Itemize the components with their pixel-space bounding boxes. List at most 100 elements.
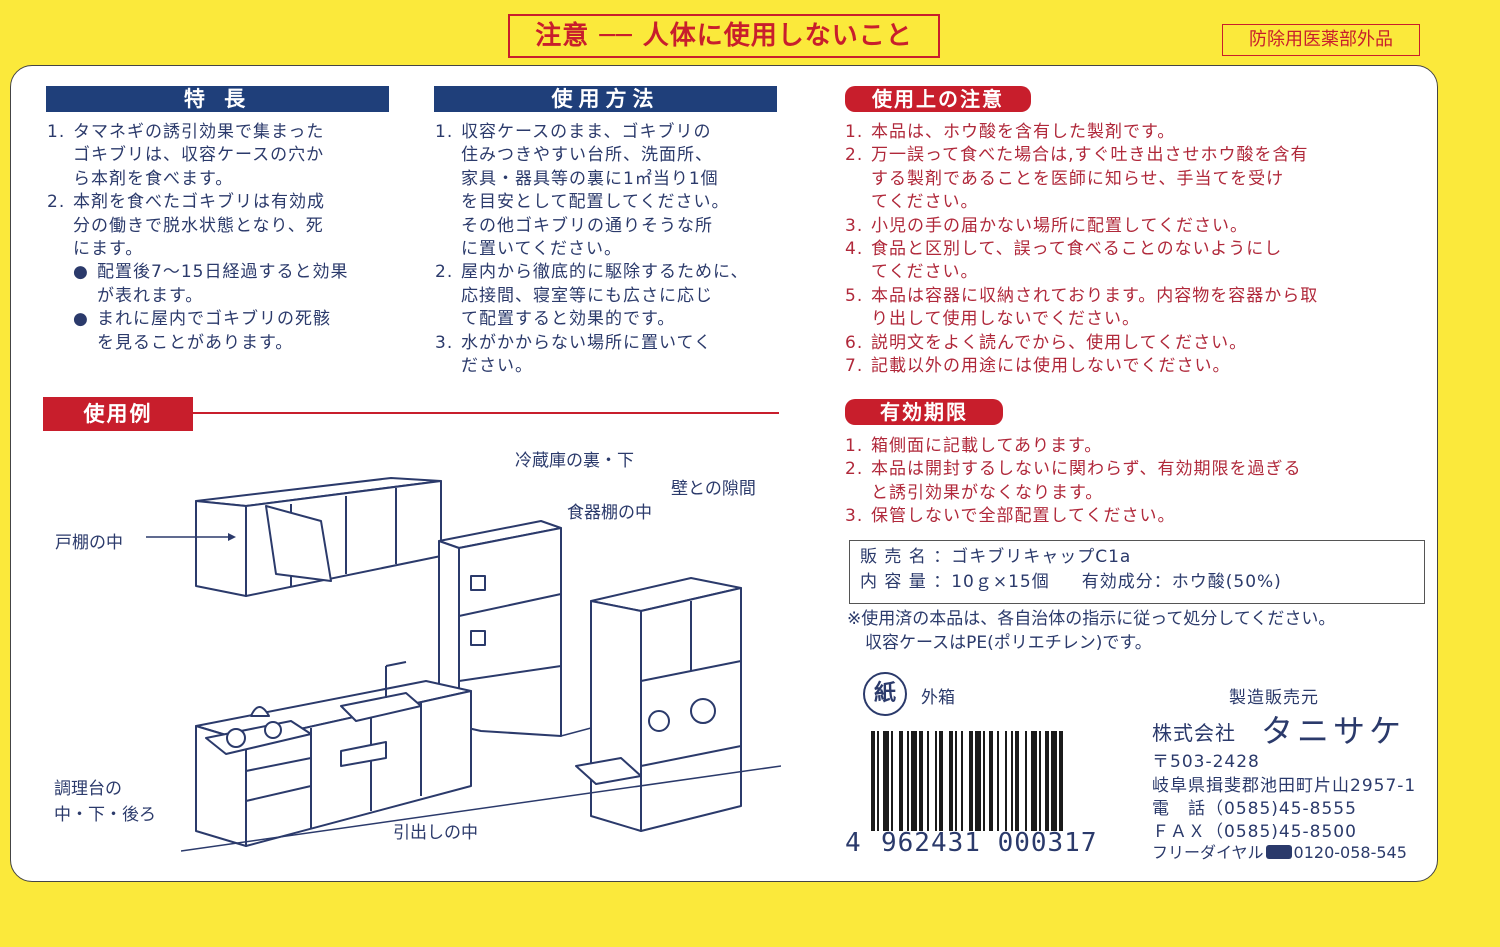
item-line: 記載以外の用途には使用しないでください。 — [871, 356, 1231, 377]
item-line: てください。 — [871, 192, 979, 213]
example-rule — [193, 412, 779, 414]
item-line: 配置後7～15日経過すると効果 — [97, 262, 349, 283]
item-line: 保管しないで全部配置してください。 — [871, 506, 1176, 527]
recycle-label: 外箱 — [921, 688, 955, 708]
barcode-bar — [899, 731, 903, 831]
label-wall-gap: 壁との隙間 — [671, 479, 756, 499]
barcode-bar — [927, 731, 929, 831]
item-line: その他ゴキブリの通りそうな所 — [461, 215, 713, 236]
freedial-number: 0120-058-545 — [1293, 843, 1407, 862]
item-number: 1. — [845, 436, 864, 456]
label-cupboard: 戸棚の中 — [55, 533, 123, 553]
item-line: 万一誤って食べた場合は,すぐ吐き出させホウ酸を含有 — [871, 145, 1309, 166]
list-item: 1.収容ケースのまま、ゴキブリの住みつきやすい台所、洗面所、家具・器具等の裏に1… — [435, 121, 790, 261]
barcode-bar — [935, 731, 937, 831]
item-line: 本品は、ホウ酸を含有した製剤です。 — [871, 122, 1176, 142]
disposal-note-1: ※使用済の本品は、各自治体の指示に従って処分してください。 — [847, 609, 1336, 629]
list-item: 2.屋内から徹底的に駆除するために、応接間、寝室等にも広さに応じて配置すると効果… — [435, 261, 790, 331]
product-ingredient: 有効成分：ホウ酸(50%) — [1081, 572, 1282, 592]
barcode — [871, 731, 1063, 831]
phone: 電 話（0585)45-8555 — [1152, 799, 1357, 819]
item-line: と誘引効果がなくなります。 — [871, 482, 1104, 503]
top-warning: 注意 ── 人体に使用しないこと — [508, 14, 940, 58]
barcode-bar — [871, 731, 875, 831]
list-item: 3.小児の手の届かない場所に配置してください。 — [845, 215, 1415, 238]
barcode-bar — [939, 731, 943, 831]
list-item: 2.本剤を食べたゴキブリは有効成分の働きで脱水状態となり、死にます。 — [47, 191, 397, 261]
barcode-bar — [883, 731, 889, 831]
arrow-cupboard — [146, 533, 236, 541]
barcode-bar — [919, 731, 923, 831]
list-item: ●まれに屋内でゴキブリの死骸を見ることがあります。 — [47, 308, 397, 355]
item-line: 住みつきやすい台所、洗面所、 — [461, 145, 713, 166]
item-line: て配置すると効果的です。 — [461, 309, 676, 330]
item-line: が表れます。 — [97, 285, 204, 306]
barcode-bar — [975, 731, 981, 831]
barcode-bar — [961, 731, 963, 831]
postal-code: 〒503-2428 — [1152, 752, 1260, 772]
barcode-bar — [1011, 731, 1013, 831]
item-number: 2. — [47, 192, 66, 213]
barcode-bar — [1045, 731, 1049, 831]
barcode-bar — [1031, 731, 1037, 831]
barcode-digits: 962431 000317 — [881, 828, 1098, 858]
item-number: 2. — [845, 145, 864, 166]
label-fridge: 冷蔵庫の裏・下 — [515, 451, 634, 471]
barcode-bar — [911, 731, 917, 831]
product-box: 販 売 名 ：ゴキブリキャップC1a 内 容 量 ：10ｇ×15個 有効成分：ホ… — [849, 540, 1425, 604]
list-item: ●配置後7～15日経過すると効果が表れます。 — [47, 261, 397, 308]
list-item: 7.記載以外の用途には使用しないでください。 — [845, 355, 1415, 378]
list-item: 6. 説明文をよく読んでから、使用してください。 — [845, 332, 1415, 355]
label-drawer: 引出しの中 — [393, 823, 478, 843]
item-line: ゴキブリは、収容ケースの穴か — [73, 145, 325, 166]
barcode-bar — [891, 731, 893, 831]
category-label: 防除用医薬部外品 — [1222, 24, 1420, 56]
item-line: 本品は開封するしないに関わらず、有効期限を過ぎる — [871, 459, 1302, 480]
barcode-bar — [877, 731, 879, 831]
product-content-value: ：10ｇ×15個 — [933, 572, 1050, 592]
product-name-label: 販 売 名 — [860, 547, 927, 567]
item-number: 3. — [435, 332, 454, 353]
barcode-bar — [1059, 731, 1063, 831]
barcode-bar — [949, 731, 953, 831]
kitchen-illustration — [181, 477, 781, 852]
barcode-bar — [1051, 731, 1057, 831]
disposal-note-2: 収容ケースはPE(ポリエチレン)です。 — [865, 633, 1152, 653]
item-line: 応接間、寝室等にも広さに応じ — [461, 285, 713, 306]
usage-heading: 使用方法 — [434, 86, 777, 112]
expiry-list: 1.箱側面に記載してあります。2.本品は開封するしないに関わらず、有効期限を過ぎ… — [845, 435, 1415, 529]
barcode-bar — [1039, 731, 1041, 831]
company-name: タニサケ — [1261, 712, 1406, 750]
paper-recycle-icon: 紙 — [863, 672, 907, 716]
item-line: に置いてください。 — [461, 239, 622, 260]
item-line: 収容ケースのまま、ゴキブリの — [461, 122, 712, 142]
item-line: する製剤であることを医師に知らせ、手当てを受け — [871, 168, 1285, 189]
label-counter-2: 中・下・後ろ — [54, 805, 156, 825]
expiry-heading: 有効期限 — [845, 399, 1003, 425]
item-number: 3. — [845, 215, 864, 236]
item-line: を目安として配置してください。 — [461, 192, 730, 213]
barcode-bar — [955, 731, 957, 831]
item-number: ● — [73, 309, 89, 330]
item-line: にます。 — [73, 239, 144, 260]
item-line: 本品は容器に収納されております。内容物を容器から取 — [871, 285, 1319, 306]
list-item: 3. 保管しないで全部配置してください。 — [845, 505, 1415, 528]
cautions-list: 1.本品は、ホウ酸を含有した製剤です。2.万一誤って食べた場合は,すぐ吐き出させ… — [845, 121, 1415, 378]
info-panel: 特 長 1.タマネギの誘引効果で集まったゴキブリは、収容ケースの穴から本剤を食べ… — [10, 65, 1438, 882]
barcode-bar — [969, 731, 973, 831]
product-content-label: 内 容 量 — [860, 572, 927, 592]
item-line: 説明文をよく読んでから、使用してください。 — [871, 332, 1248, 353]
item-line: ら本剤を食べます。 — [73, 168, 234, 189]
item-line: 箱側面に記載してあります。 — [871, 436, 1103, 456]
label-counter-1: 調理台の — [54, 779, 122, 799]
list-item: 4. 食品と区別して、誤って食べることのないようにしてください。 — [845, 238, 1415, 285]
barcode-prefix: 4 — [845, 828, 861, 858]
item-line: 食品と区別して、誤って食べることのないようにし — [871, 239, 1283, 260]
item-number: 3. — [845, 506, 864, 527]
barcode-bar — [997, 731, 999, 831]
item-number: 4. — [845, 239, 864, 260]
item-line: てください。 — [871, 262, 979, 283]
item-number: 6. — [845, 332, 864, 353]
example-heading: 使用例 — [43, 397, 193, 431]
